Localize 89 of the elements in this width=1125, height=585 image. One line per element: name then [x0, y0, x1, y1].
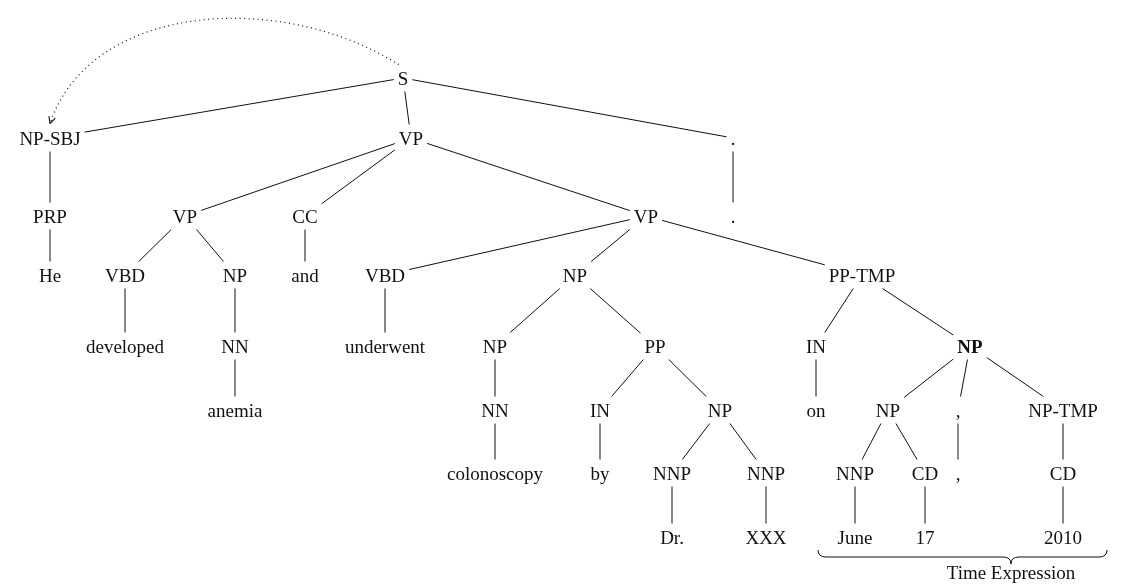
tree-label: NN	[220, 334, 250, 358]
tree-label: VP	[397, 126, 425, 150]
tree-label: CC	[291, 204, 319, 228]
tree-label: NNP	[652, 461, 692, 485]
tree-branch	[861, 423, 882, 460]
tree-branch	[234, 288, 236, 333]
tree-branch	[854, 486, 856, 524]
dotted-arrow	[49, 17, 400, 125]
tree-label: NP-SBJ	[18, 126, 82, 150]
tree-branch	[824, 288, 854, 333]
tree-branch	[611, 359, 644, 397]
tree-label: PRP	[32, 204, 68, 228]
tree-branch	[924, 486, 926, 524]
tree-label: VBD	[363, 263, 407, 287]
tree-branch	[589, 288, 641, 334]
tree-label: June	[836, 525, 874, 549]
tree-branch	[1062, 486, 1064, 524]
tree-label: PP	[643, 334, 667, 358]
tree-branch	[590, 228, 631, 263]
tree-branch	[138, 229, 172, 262]
tree-branch	[494, 423, 496, 460]
tree-label: NNP	[746, 461, 786, 485]
tree-branch	[986, 356, 1044, 397]
tree-label: by	[589, 461, 611, 485]
tree-branch	[661, 219, 826, 266]
tree-label: NP	[221, 263, 249, 287]
tree-label: NP	[874, 398, 902, 422]
tree-branch	[509, 288, 561, 333]
tree-label: VP	[632, 204, 660, 228]
tree-branch	[124, 288, 126, 333]
tree-branch	[411, 79, 728, 138]
tree-label: 2010	[1043, 525, 1083, 549]
tree-branch	[732, 151, 734, 203]
tree-branch	[815, 359, 817, 397]
tree-label: He	[37, 263, 63, 287]
tree-branch	[384, 288, 386, 333]
tree-label: ,	[954, 461, 962, 485]
tree-label: .	[729, 204, 737, 228]
tree-branch	[668, 359, 707, 397]
tree-label: NP	[561, 263, 589, 287]
tree-branch	[49, 229, 51, 262]
tree-branch	[494, 359, 496, 397]
tree-label: XXX	[744, 525, 788, 549]
tree-label: NP	[956, 334, 984, 358]
tree-label: PP-TMP	[827, 263, 897, 287]
tree-label: NN	[480, 398, 510, 422]
tree-label: ,	[954, 398, 962, 422]
tree-branch	[671, 486, 673, 524]
tree-label: developed	[84, 334, 166, 358]
annotation: Time Expression	[946, 562, 1076, 582]
tree-label: NP-TMP	[1027, 398, 1099, 422]
tree-branch	[304, 229, 306, 262]
tree-label: and	[290, 263, 320, 287]
tree-branch	[49, 151, 51, 203]
tree-label: IN	[804, 334, 828, 358]
tree-branch	[599, 423, 601, 460]
tree-label: NP	[706, 398, 734, 422]
tree-label: Dr.	[659, 525, 685, 549]
tree-branch	[404, 91, 410, 125]
tree-label: VBD	[103, 263, 147, 287]
tree-branch	[729, 423, 757, 460]
tree-branch	[1062, 423, 1064, 460]
tree-label: VP	[171, 204, 199, 228]
tree-branch	[882, 288, 954, 336]
tree-label: .	[729, 126, 737, 150]
tree-branch	[903, 358, 954, 398]
tree-label: anemia	[206, 398, 264, 422]
tree-label: S	[396, 66, 410, 90]
tree-label: IN	[588, 398, 612, 422]
tree-label: CD	[1048, 461, 1078, 485]
tree-branch	[765, 486, 767, 524]
tree-branch	[960, 359, 968, 397]
tree-label: on	[805, 398, 827, 422]
tree-branch	[957, 423, 959, 460]
tree-branch	[895, 423, 918, 460]
tree-branch	[321, 149, 396, 205]
tree-branch	[426, 142, 631, 212]
tree-branch	[681, 423, 711, 460]
tree-label: underwent	[343, 334, 427, 358]
tree-label: NP	[481, 334, 509, 358]
tree-branch	[234, 359, 236, 397]
tree-branch	[200, 143, 396, 211]
tree-branch	[408, 219, 631, 271]
tree-label: NNP	[835, 461, 875, 485]
tree-branch	[84, 79, 395, 133]
tree-label: colonoscopy	[446, 461, 544, 485]
tree-label: CD	[910, 461, 940, 485]
tree-label: 17	[914, 525, 936, 549]
tree-branch	[195, 229, 225, 262]
